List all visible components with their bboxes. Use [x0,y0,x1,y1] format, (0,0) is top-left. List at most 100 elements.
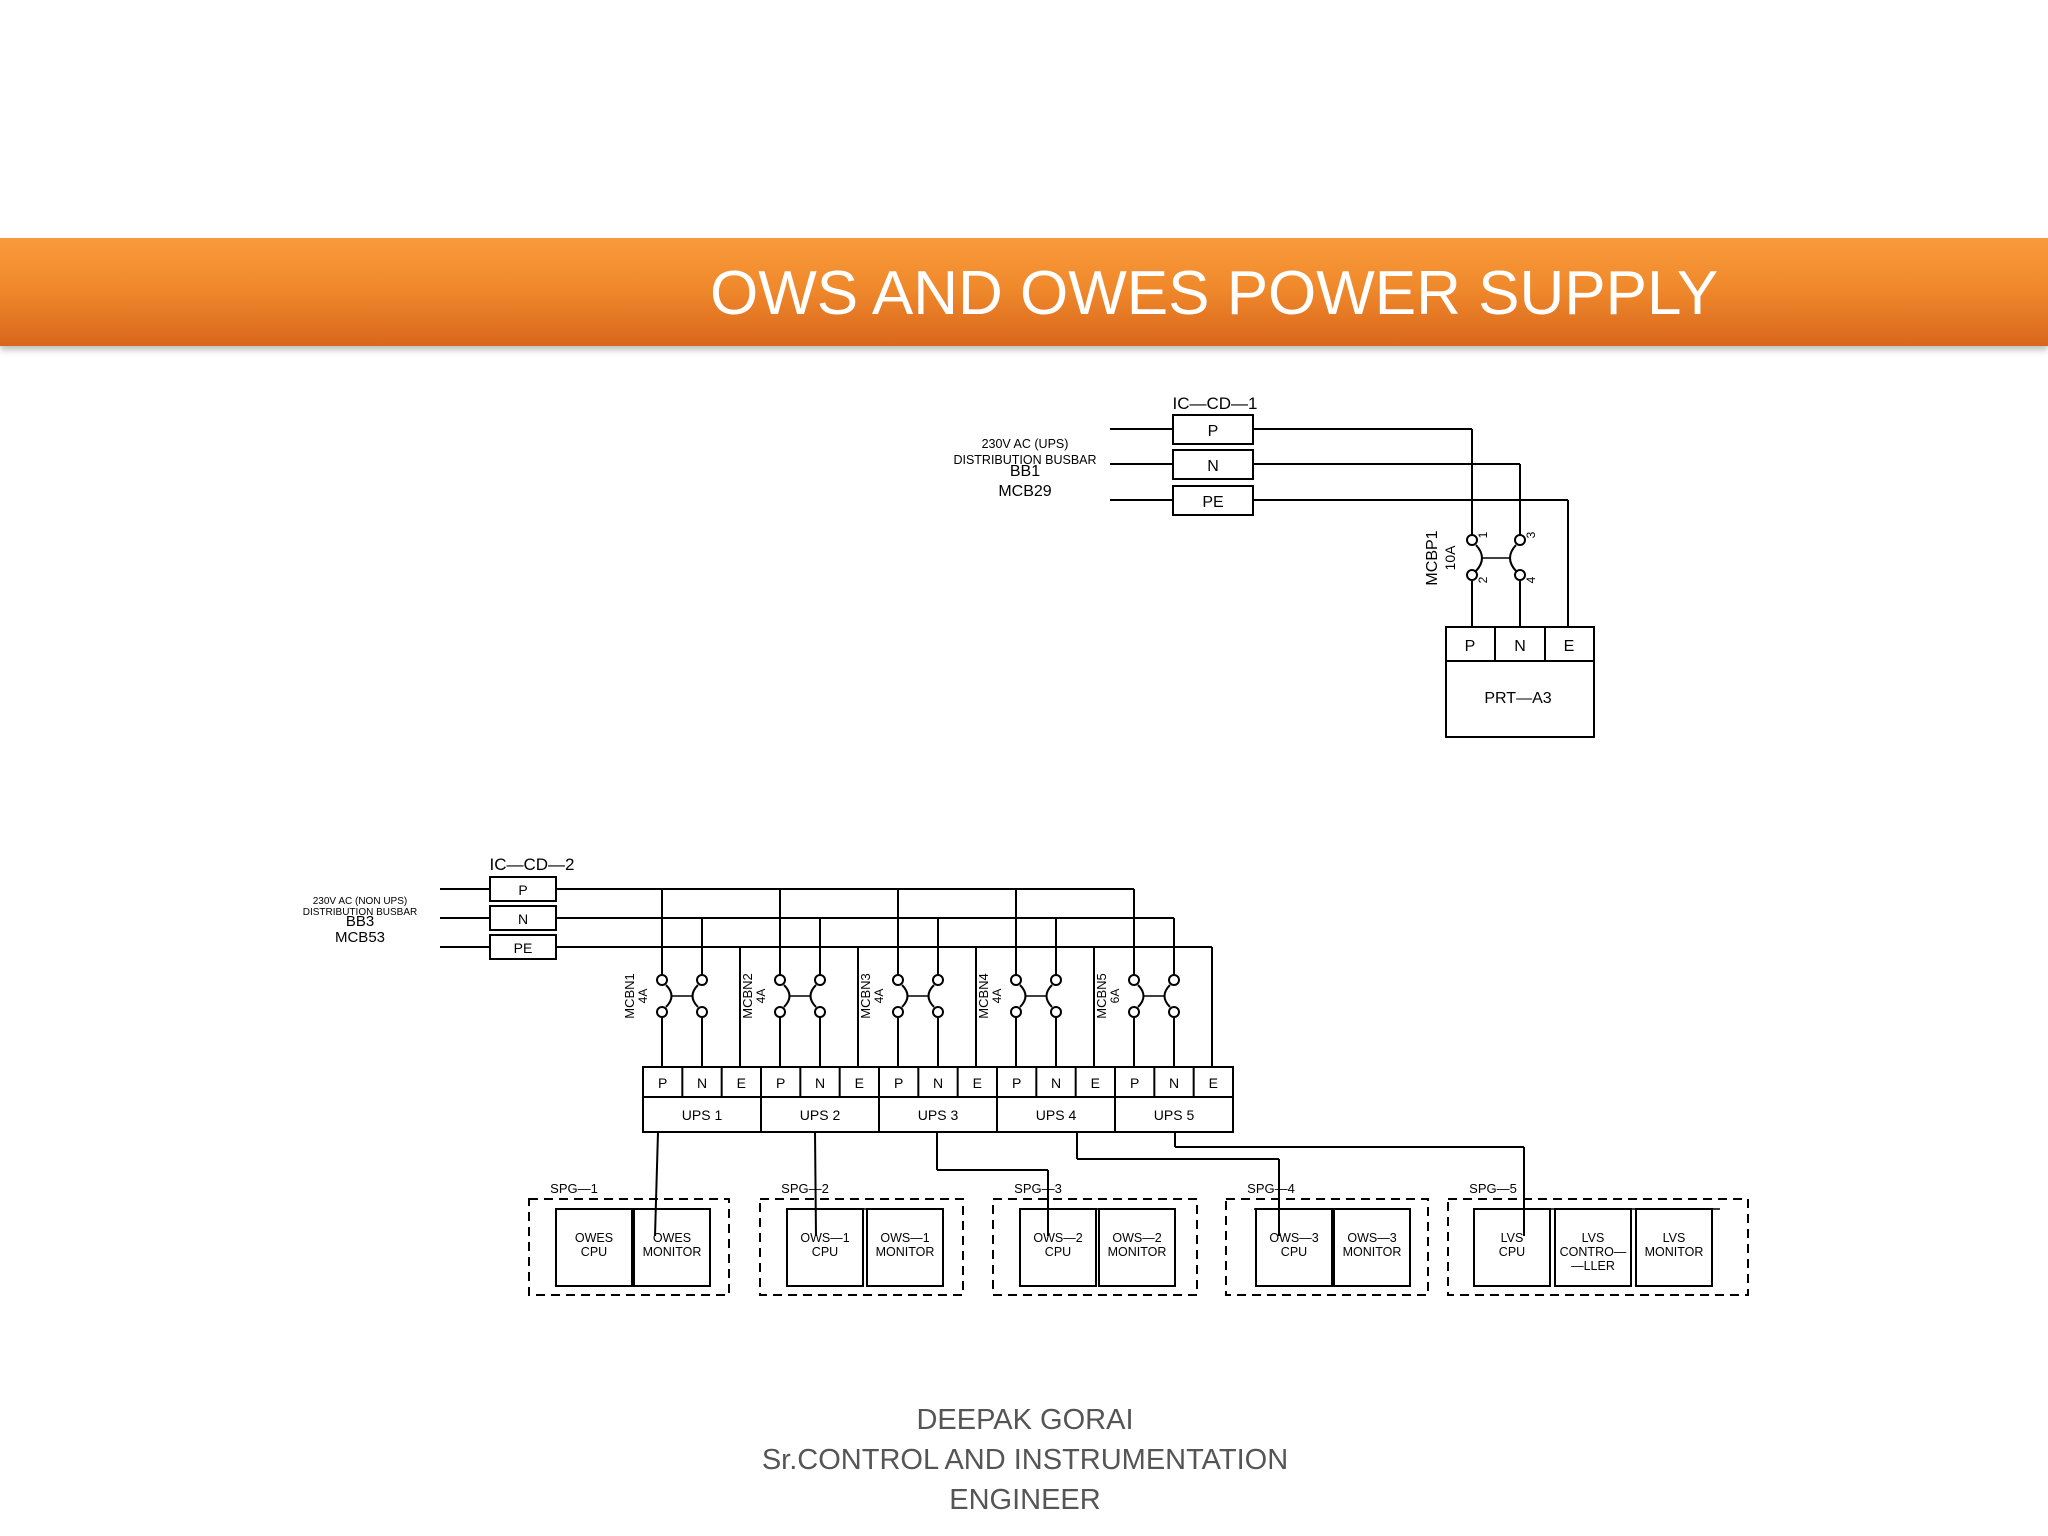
mcbn2-rating: 4A [754,989,768,1004]
mcbn4-switch-arc-2 [1045,984,1053,1008]
mcbp1-switch-arc-1 [1475,544,1483,572]
ups5-terminal-p: P [1130,1075,1139,1091]
prt-a3-terminal-p: P [1465,638,1476,655]
bottom-source-label-line-1: 230V AC (NON UPS) [313,896,407,907]
source-label-line-2: DISTRIBUTION BUSBAR [953,453,1096,467]
spg5-device-1-label-2: CPU [1499,1245,1525,1259]
mcbn2-switch-arc-2 [809,984,817,1008]
mcbp1-switch-arc-2 [1509,544,1517,572]
author-role-cont: ENGINEER [949,1484,1101,1516]
slide-title: OWS AND OWES POWER SUPPLY [710,259,1719,328]
mcbn2-contact-3 [814,974,826,986]
spg2-device-2-box [866,1208,944,1287]
mcbn3-rating: 4A [872,989,886,1004]
prt-a3-box [1445,660,1595,738]
ups1-label: UPS 1 [682,1107,723,1123]
author-footer: DEEPAK GORAI Sr.CONTROL AND INSTRUMENTAT… [700,1400,1350,1520]
mcbp1-rating: 10A [1442,545,1458,571]
title-banner [0,238,2048,346]
bottom-terminal-n-label: N [518,911,528,927]
terminal-p-label: P [1208,423,1219,440]
spg2-device-1-box [786,1208,864,1287]
ups3-terminal-e: E [973,1075,982,1091]
prt-a3-terminal-n: N [1514,638,1526,655]
ups5-label: UPS 5 [1154,1107,1195,1123]
spg2-device-1-label-1: OWS—1 [800,1231,849,1245]
source-label-line-3: BB1 [1010,463,1040,480]
terminal-n-label: N [1207,458,1219,475]
mcbn1-switch-arc-1 [665,984,673,1008]
mcbp1-pin-4: 4 [1524,576,1538,583]
spg2-device-1-label-2: CPU [812,1245,838,1259]
mcbn1-contact-2 [656,1006,668,1018]
ups1-terminal-e: E [737,1075,746,1091]
spg5-device-3-label-1: LVS [1663,1231,1686,1245]
author-role: Sr.CONTROL AND INSTRUMENTATION [761,1444,1289,1476]
ups2-terminal-p: P [776,1075,785,1091]
mcbn3-label: MCBN3 [858,973,873,1019]
spg5-label: SPG—5 [1469,1181,1517,1196]
prt-a3-terminal-e: E [1564,638,1575,655]
spg5-boundary [1447,1198,1749,1296]
spg1-device-2-label-2: MONITOR [643,1245,702,1259]
mcbn5-rating: 6A [1108,989,1122,1004]
author-name: DEEPAK GORAI [916,1404,1134,1436]
ups3-terminal-n: N [933,1075,943,1091]
mcbp1-contact-1 [1466,534,1478,546]
mcbn5-switch-arc-2 [1163,984,1171,1008]
mcbn5-contact-3 [1168,974,1180,986]
mcbn1-label: MCBN1 [622,973,637,1019]
mcbn4-switch-arc-1 [1019,984,1027,1008]
bottom-source-label-line-2: DISTRIBUTION BUSBAR [303,907,417,918]
ups5-terminal-n: N [1169,1075,1179,1091]
spg4-device-2-label-2: MONITOR [1343,1245,1402,1259]
spg5-device-3-box [1635,1208,1713,1287]
mcbn2-contact-2 [774,1006,786,1018]
spg3-device-2-label-2: MONITOR [1108,1245,1167,1259]
spg3-device-2-box [1098,1208,1176,1287]
mcbn4-contact-4 [1050,1006,1062,1018]
spg1-device-2-label-1: OWES [653,1231,691,1245]
ups4-terminal-e: E [1091,1075,1100,1091]
spg1-boundary [528,1198,730,1296]
ups2-terminal-e: E [855,1075,864,1091]
spg3-label: SPG—3 [1014,1181,1062,1196]
spg4-device-1-label-1: OWS—3 [1269,1231,1318,1245]
spg1-device-1-label-1: OWES [575,1231,613,1245]
mcbp1-pin-2: 2 [1476,576,1490,583]
spg2-label: SPG—2 [781,1181,829,1196]
spg1-label: SPG—1 [550,1181,598,1196]
mcbn1-switch-arc-2 [691,984,699,1008]
mcbn3-switch-arc-1 [901,984,909,1008]
mcbn4-label: MCBN4 [976,973,991,1019]
ups1-terminal-n: N [697,1075,707,1091]
mcbn4-rating: 4A [990,989,1004,1004]
mcbn2-contact-4 [814,1006,826,1018]
ups2-terminal-n: N [815,1075,825,1091]
spg4-device-1-label-2: CPU [1281,1245,1307,1259]
ups5-terminal-e: E [1209,1075,1218,1091]
mcbn4-contact-3 [1050,974,1062,986]
mcbn4-contact-2 [1010,1006,1022,1018]
spg3-device-1-box [1019,1208,1097,1287]
mcbp1-label: MCBP1 [1424,530,1441,585]
spg4-label: SPG—4 [1247,1181,1295,1196]
ups4-label: UPS 4 [1036,1107,1077,1123]
spg4-device-1-box [1255,1208,1333,1287]
mcbn1-contact-3 [696,974,708,986]
spg1-device-2-box [633,1208,711,1287]
bottom-terminal-pe-label: PE [514,940,533,956]
mcbn5-switch-arc-1 [1137,984,1145,1008]
ups1-to-spg1-wire [654,1131,659,1237]
ups2-to-spg2-wire [814,1131,817,1237]
spg1-device-1-label-2: CPU [581,1245,607,1259]
mcbp1-pin-3: 3 [1524,531,1538,538]
prt-a3-label: PRT—A3 [1484,690,1551,707]
ups1-terminal-p: P [658,1075,667,1091]
spg2-device-2-label-2: MONITOR [876,1245,935,1259]
spg4-boundary [1225,1198,1429,1296]
spg5-device-2-label-3: —LLER [1571,1259,1615,1273]
ups4-terminal-p: P [1012,1075,1021,1091]
mcbn2-label: MCBN2 [740,973,755,1019]
